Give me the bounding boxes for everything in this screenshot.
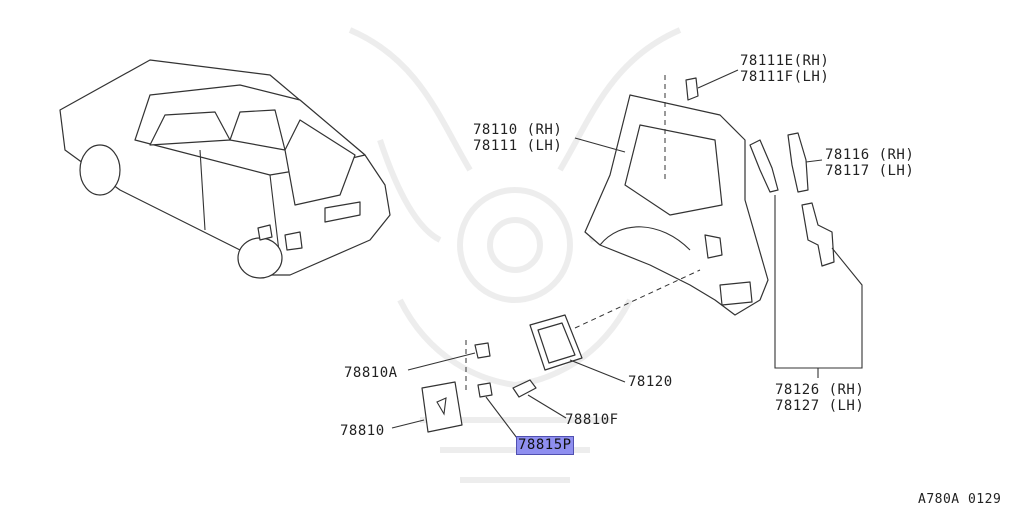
label-78111f: 78111F(LH): [740, 69, 830, 85]
quarter-panel: [584, 94, 769, 316]
pillar-78116: [787, 132, 809, 193]
label-78110: 78110 (RH): [473, 122, 563, 138]
label-78111e: 78111E(RH): [740, 53, 830, 69]
label-78126: 78126 (RH): [775, 382, 865, 398]
label-78127: 78127 (LH): [775, 398, 865, 414]
label-78810f: 78810F: [565, 412, 619, 428]
filler-base-78120: [529, 314, 583, 371]
label-78120: 78120: [628, 374, 673, 390]
label-78116: 78116 (RH): [825, 147, 915, 163]
label-78810a: 78810A: [344, 365, 398, 381]
clip-78815p: [477, 382, 493, 398]
car-illustration: [59, 59, 391, 279]
label-78815p-highlighted[interactable]: 78815P: [516, 436, 574, 455]
pillar-78116-inner: [749, 139, 779, 193]
screw-78810a: [474, 342, 491, 359]
fuel-lid-78810: [421, 381, 463, 433]
bumper-78810f: [512, 379, 537, 398]
diagram-code: A780A 0129: [918, 492, 1002, 507]
reinforcement-78126: [801, 202, 835, 267]
label-78810: 78810: [340, 423, 385, 439]
bracket-78111: [685, 77, 699, 101]
label-78111: 78111 (LH): [473, 138, 563, 154]
label-78117: 78117 (LH): [825, 163, 915, 179]
